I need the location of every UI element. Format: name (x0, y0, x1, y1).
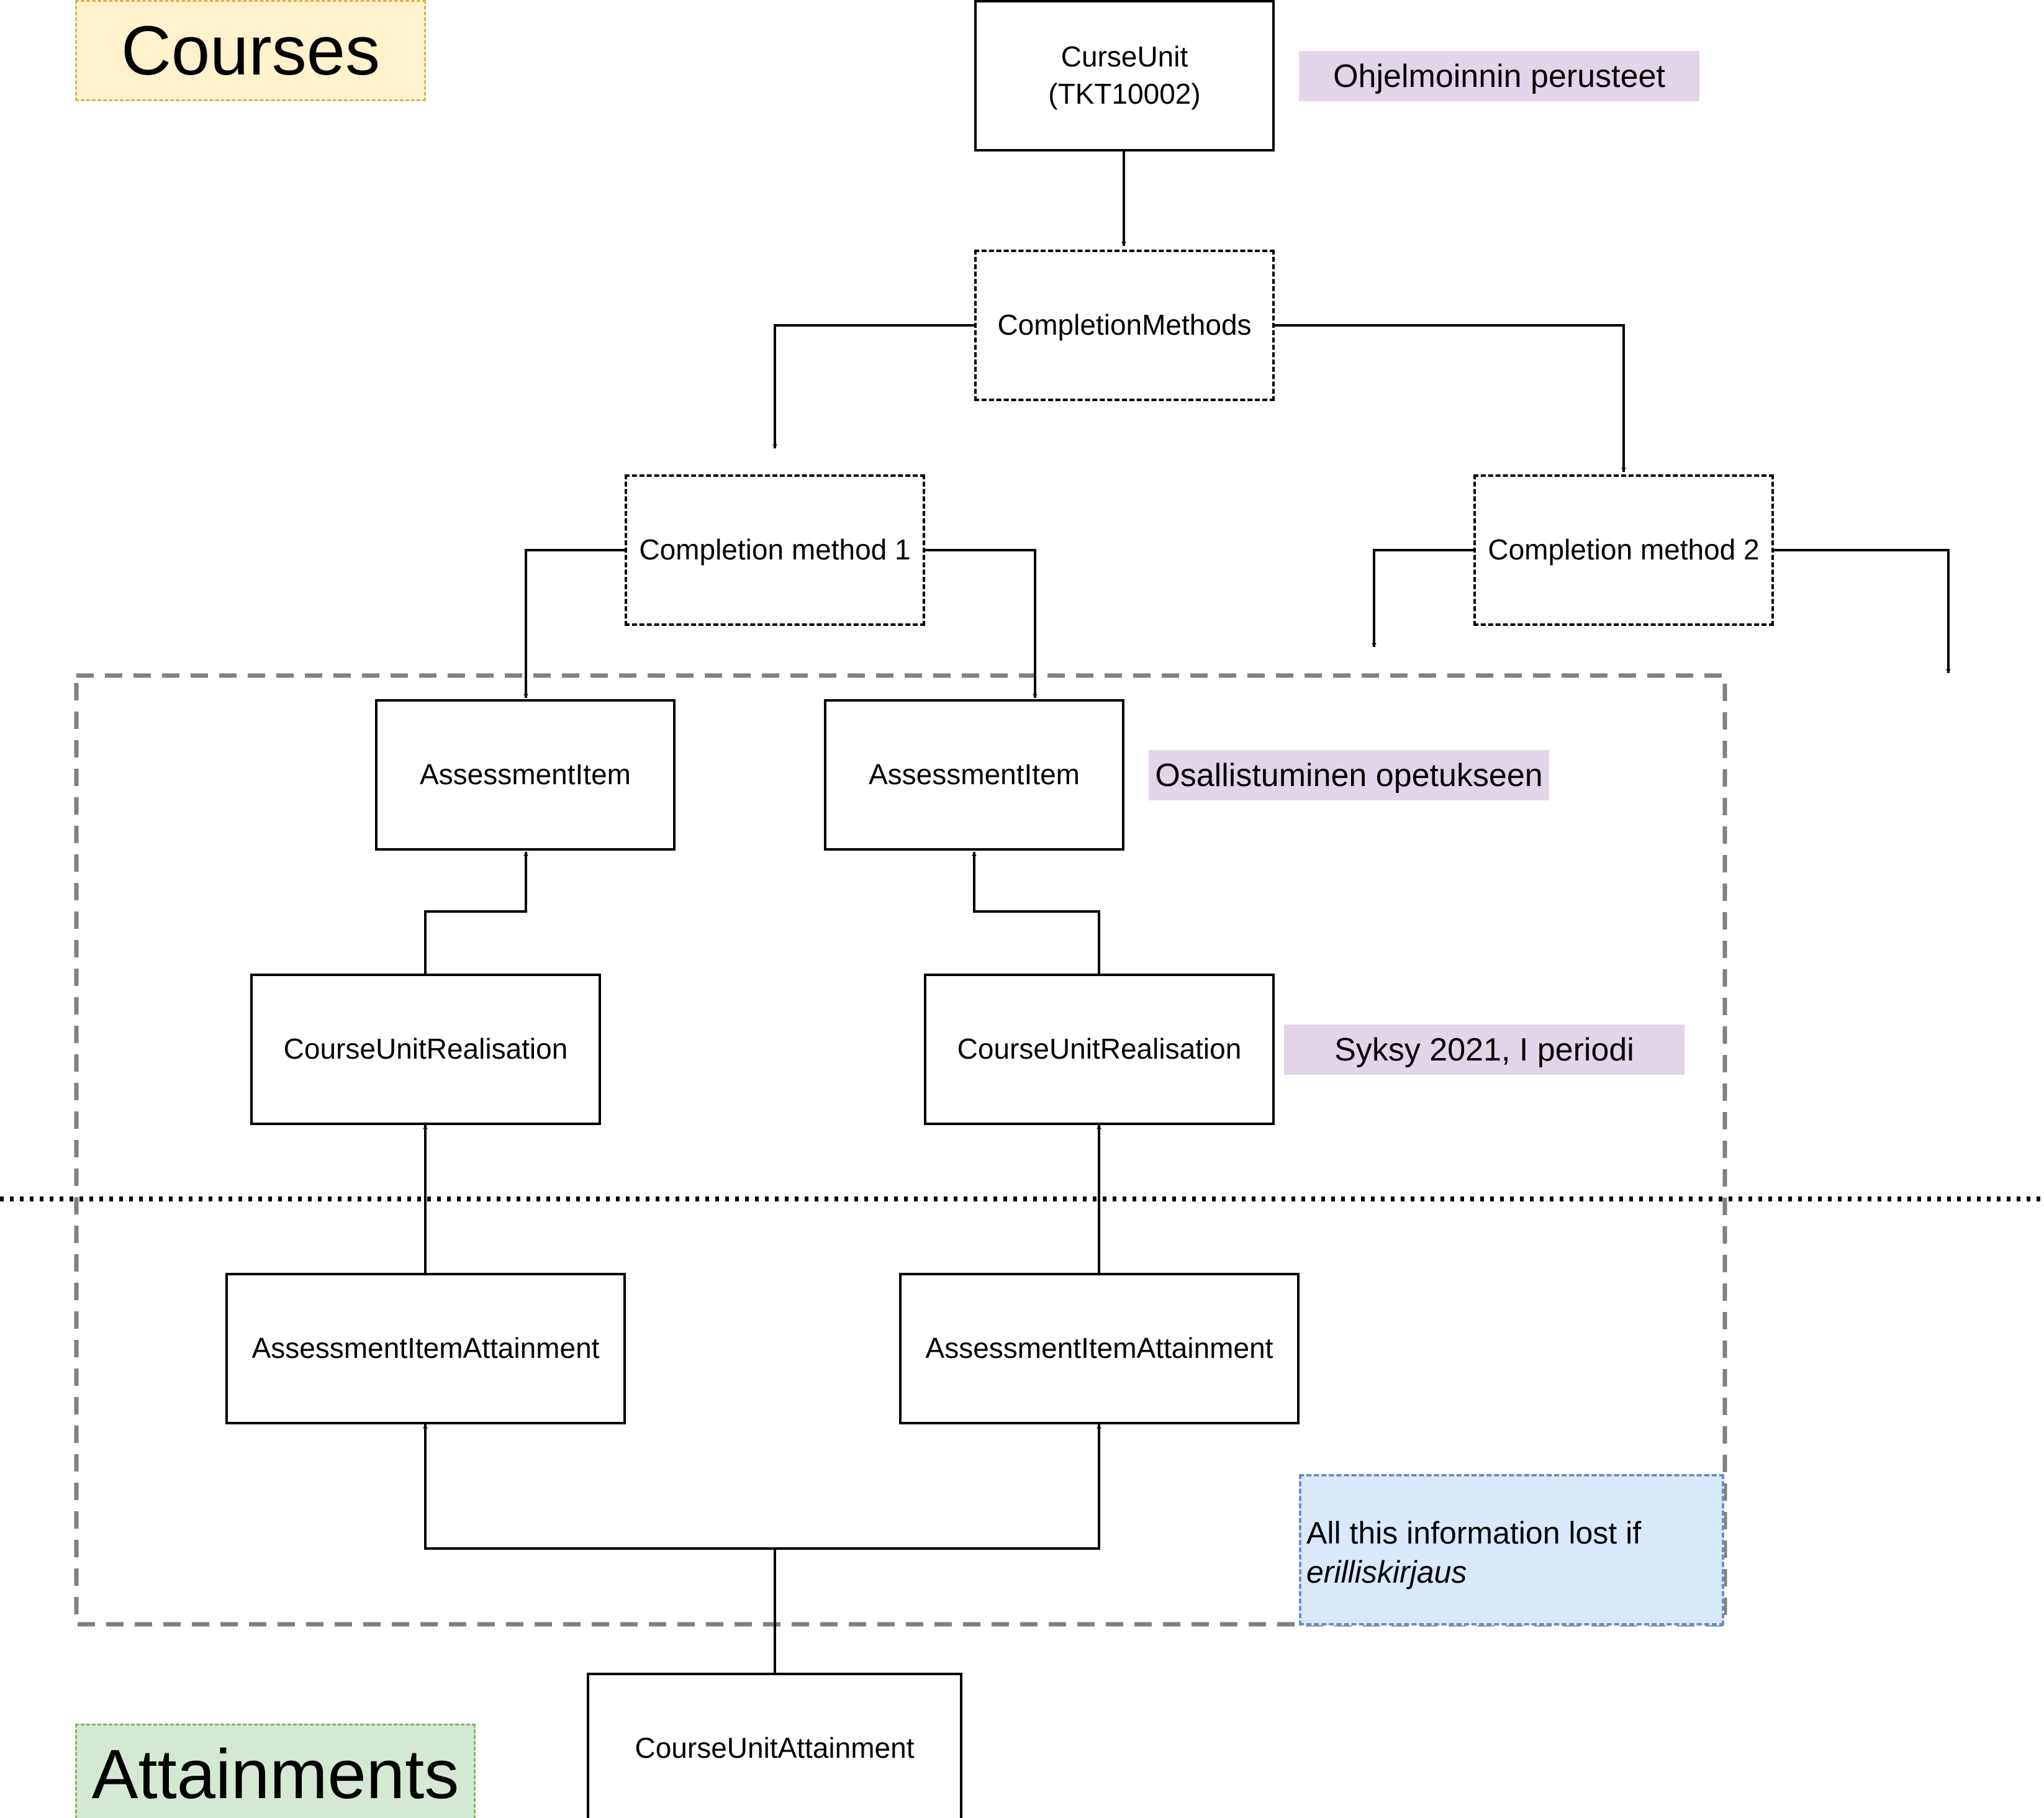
realisation-name-tag: Syksy 2021, I periodi (1284, 1024, 1684, 1075)
course-unit-attainment-label: CourseUnitAttainment (635, 1732, 915, 1765)
information-lost-note-emphasis: erilliskirjaus (1306, 1554, 1467, 1590)
edge-completionmethods-to-method1 (772, 324, 975, 449)
realisation-left-node[interactable]: CourseUnitRealisation (250, 974, 601, 1125)
edge-completionmethods-to-method2 (1274, 324, 1626, 473)
attainment-right-node[interactable]: AssessmentItemAttainment (899, 1273, 1300, 1424)
realisation-right-node[interactable]: CourseUnitRealisation (924, 974, 1275, 1125)
curse-unit-code: (TKT10002) (1048, 78, 1201, 110)
completion-method-2-node[interactable]: Completion method 2 (1473, 474, 1774, 626)
completion-methods-node[interactable]: CompletionMethods (974, 250, 1275, 401)
assessment-item-right-label: AssessmentItem (869, 758, 1080, 791)
edge-courseunitattainment-to-attainment-right (775, 1424, 1101, 1550)
edge-courseunitattainment-to-attainment-left (423, 1424, 776, 1673)
edge-realisation-left-to-assessmentitem (424, 851, 528, 974)
completion-methods-label: CompletionMethods (997, 309, 1252, 341)
scope-boundary (74, 673, 1727, 1627)
assessment-item-name-tag: Osallistuminen opetukseen (1149, 750, 1549, 800)
completion-method-2-label: Completion method 2 (1488, 533, 1760, 566)
attainments-section-text: Attainments (91, 1735, 459, 1813)
course-unit-attainment-node[interactable]: CourseUnitAttainment (587, 1673, 962, 1818)
assessment-item-name-text: Osallistuminen opetukseen (1155, 757, 1543, 794)
courses-section-text: Courses (120, 12, 381, 89)
attainment-left-node[interactable]: AssessmentItemAttainment (225, 1273, 626, 1424)
edge-realisation-right-to-assessmentitem (972, 851, 1100, 974)
assessment-item-left-label: AssessmentItem (420, 758, 631, 791)
information-lost-note: All this information lost if erilliskirj… (1299, 1474, 1724, 1626)
curse-unit-name-tag: Ohjelmoinnin perusteet (1299, 51, 1699, 101)
curse-unit-name-text: Ohjelmoinnin perusteet (1333, 58, 1665, 94)
curse-unit-node[interactable]: CurseUnit (TKT10002) (974, 0, 1275, 152)
attainment-left-label: AssessmentItemAttainment (251, 1332, 600, 1365)
edge-method2-branch-left (1372, 549, 1473, 648)
edge-method1-to-assessmentitem-right (925, 549, 1038, 699)
realisation-name-text: Syksy 2021, I periodi (1334, 1031, 1634, 1068)
curse-unit-title: CurseUnit (1060, 40, 1188, 73)
attainment-right-label: AssessmentItemAttainment (925, 1332, 1273, 1365)
assessment-item-left-node[interactable]: AssessmentItem (375, 699, 676, 851)
attainments-section-label: Attainments (75, 1724, 476, 1818)
information-lost-note-text: All this information lost if (1306, 1516, 1642, 1550)
assessment-item-right-node[interactable]: AssessmentItem (824, 699, 1124, 851)
completion-method-1-label: Completion method 1 (639, 533, 911, 566)
realisation-right-label: CourseUnitRealisation (957, 1033, 1242, 1065)
realisation-left-label: CourseUnitRealisation (283, 1033, 568, 1065)
edge-method1-to-assessmentitem-left (523, 549, 625, 699)
courses-section-label: Courses (75, 0, 426, 101)
completion-method-1-node[interactable]: Completion method 1 (625, 474, 925, 626)
edge-method2-branch-right (1774, 549, 1951, 674)
